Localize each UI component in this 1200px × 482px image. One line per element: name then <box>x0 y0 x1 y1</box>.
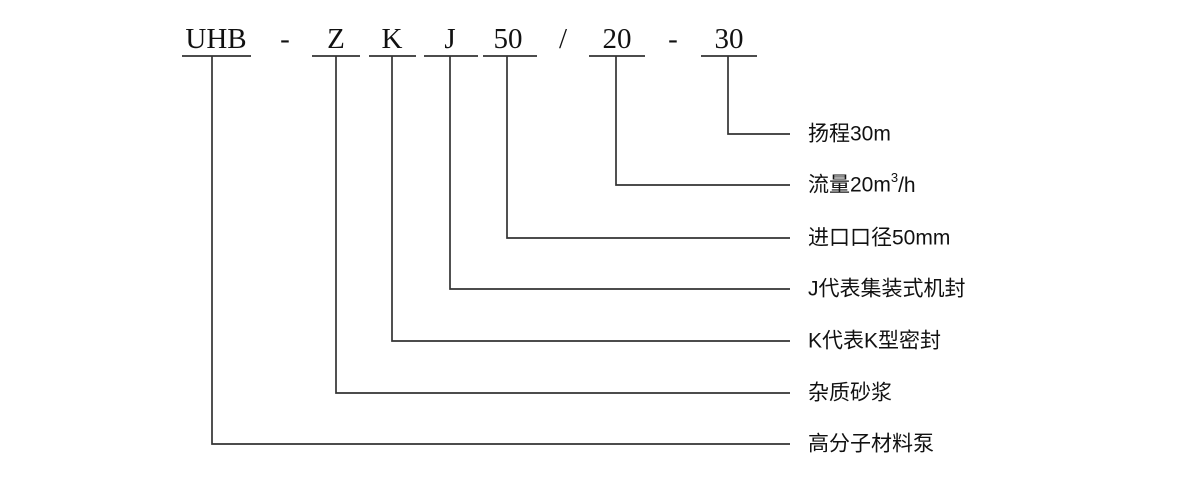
model-code-segment: 30 <box>715 23 744 55</box>
model-code-segment: - <box>668 23 678 55</box>
callout-label: 进口口径50mm <box>808 227 950 250</box>
callout-leader-line <box>335 56 790 394</box>
callout-leader-line <box>211 56 790 445</box>
callout-label: 扬程30m <box>808 123 891 146</box>
leader-lines <box>211 56 790 445</box>
callout-label: 流量20m3/h <box>808 170 916 197</box>
callout-leader-line <box>449 56 790 290</box>
callout-leader-line <box>391 56 790 342</box>
callout-suffix: /h <box>898 174 916 197</box>
callout-leader-line <box>506 56 790 239</box>
callout-superscript: 3 <box>891 170 898 185</box>
model-code-segment: K <box>382 23 403 55</box>
callout-label: 杂质砂浆 <box>808 382 892 405</box>
model-code-segment: 20 <box>603 23 632 55</box>
model-code-segment: 50 <box>494 23 523 55</box>
callout-leader-line <box>727 56 790 135</box>
model-code-segment: Z <box>327 23 345 55</box>
callout-leader-line <box>615 56 790 186</box>
model-code-segment: - <box>280 23 290 55</box>
model-code-segment: J <box>444 23 455 55</box>
callout-label: 高分子材料泵 <box>808 433 934 456</box>
model-code-segment: / <box>559 23 568 55</box>
callout-label: J代表集装式机封 <box>808 278 966 301</box>
callout-label: K代表K型密封 <box>808 330 941 353</box>
model-code-row: UHB - Z K J 50 / 20 - 30 <box>182 23 757 57</box>
model-code-segment: UHB <box>185 23 246 55</box>
